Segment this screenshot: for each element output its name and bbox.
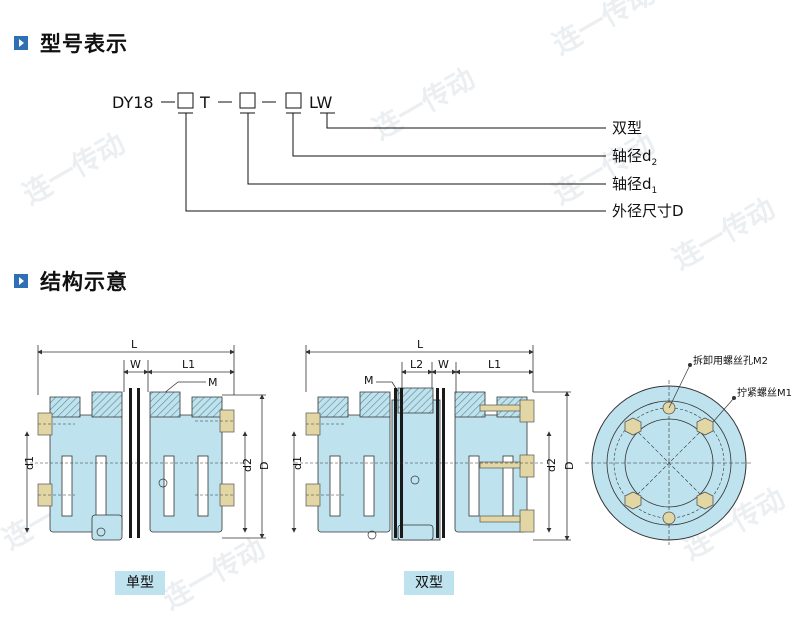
single-coupling-diagram: L W L1 M [23,338,271,541]
svg-text:轴径d2: 轴径d2 [612,147,657,168]
right-hub [454,414,528,533]
dim-W: W [130,358,141,371]
svg-text:轴径d1: 轴径d1 [612,175,657,196]
watermark-text: 连一传动 [367,61,481,146]
spacer [391,399,441,541]
section-title-model: 型号表示 [40,32,128,56]
left-hub [317,414,391,533]
placeholder-box-outer [177,92,194,109]
dim-L: L [417,338,424,351]
right-hub [149,414,223,533]
dim-d1: d1 [23,456,36,470]
dim-W: W [438,358,449,371]
section-header-structure: 结构示意 [14,266,128,296]
section-marker-icon [14,274,28,288]
model-code: DY18 T LW 双型 轴径d2 轴径d1 外径尺寸D [112,92,684,220]
double-coupling-diagram: L L2 W L1 M [291,338,576,541]
section-marker-icon [14,36,28,50]
section-title-structure: 结构示意 [40,270,128,294]
legend-d2-sub: 2 [652,158,658,168]
dim-M: M [364,374,374,387]
caption-single: 单型 [115,571,165,595]
watermark-text: 连一传动 [547,126,661,211]
dim-L1: L1 [182,358,195,371]
dim-L: L [131,338,138,351]
left-hub-jaw [49,396,81,418]
label-m1: 拧紧螺丝M1 [737,386,792,399]
dim-L1: L1 [488,358,501,371]
hex-bolt-icon [624,417,642,436]
model-letter: T [199,93,210,112]
legend-double: 双型 [612,119,642,137]
legend-d1-text: 轴径d [612,175,652,193]
legend-d1-sub: 1 [652,186,658,196]
placeholder-box-d2 [285,92,302,109]
dim-d2: d2 [241,458,254,472]
label-m2: 拆卸用螺丝孔M2 [693,354,768,367]
watermark-text: 连一传动 [547,0,661,61]
model-suffix: LW [309,93,332,112]
legend-d2-text: 轴径d [612,147,652,165]
dim-d1: d1 [291,456,304,470]
model-prefix: DY18 [112,93,154,112]
legend-outer: 外径尺寸D [612,202,684,220]
left-hub [49,414,123,533]
dim-D: D [258,462,271,470]
dim-d2: d2 [545,458,558,472]
placeholder-box-d1 [239,92,256,109]
watermark-text: 连一传动 [667,191,781,276]
dim-L2: L2 [410,358,423,371]
watermark-text: 连一传动 [17,126,131,211]
watermark-text: 连一传动 [157,531,271,616]
end-view-diagram: 拆卸用螺丝孔M2 拧紧螺丝M1 [585,354,792,545]
caption-double: 双型 [404,571,454,595]
section-header-model: 型号表示 [14,28,128,58]
dim-D: D [563,462,576,470]
dim-M: M [208,376,218,389]
